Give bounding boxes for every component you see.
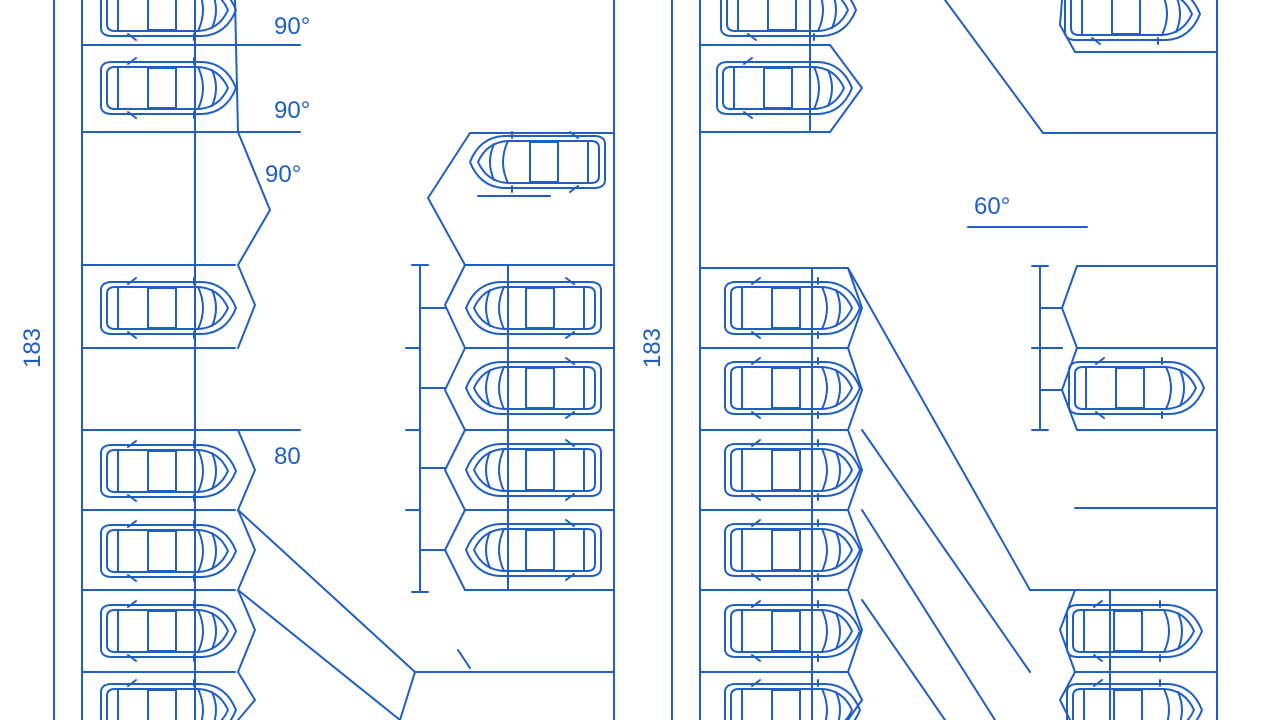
car-icon	[99, 520, 237, 582]
car-icon	[723, 439, 861, 501]
car-icon	[99, 57, 237, 119]
angle-label: 90°	[274, 97, 310, 124]
left-ramp	[237, 509, 615, 720]
car-icon	[99, 0, 237, 41]
car-icon	[465, 519, 603, 581]
car-icon	[465, 277, 603, 339]
car-icon	[1067, 357, 1205, 419]
side-dimension-label: 183	[639, 328, 666, 368]
car-icon	[723, 357, 861, 419]
car-icon	[715, 57, 853, 119]
left-lot: 90° 90° 90° 80 183	[19, 0, 673, 720]
angle-label: 90°	[265, 161, 301, 188]
car-icon	[723, 519, 861, 581]
left-inner-stalls	[427, 132, 615, 591]
car-icon	[1065, 679, 1203, 720]
left-cars	[99, 0, 607, 720]
car-icon	[469, 131, 607, 193]
side-dimension-label: 183	[19, 328, 46, 368]
car-icon	[99, 277, 237, 339]
car-icon	[723, 679, 861, 720]
car-icon	[99, 600, 237, 662]
car-icon	[719, 0, 857, 41]
angle-label: 90°	[274, 13, 310, 40]
car-icon	[465, 439, 603, 501]
car-icon	[1063, 0, 1201, 45]
car-icon	[1065, 600, 1203, 662]
right-lot: 60° 183	[639, 0, 1218, 720]
right-cars	[715, 0, 1205, 720]
car-icon	[99, 440, 237, 502]
car-icon	[723, 277, 861, 339]
car-icon	[99, 679, 237, 720]
right-ramps	[847, 0, 1218, 720]
angle-label: 80	[274, 443, 301, 470]
car-icon	[723, 600, 861, 662]
angle-label: 60°	[974, 193, 1010, 220]
car-icon	[465, 357, 603, 419]
right-side-stalls	[1031, 265, 1218, 431]
left-dimension-line	[405, 264, 446, 593]
